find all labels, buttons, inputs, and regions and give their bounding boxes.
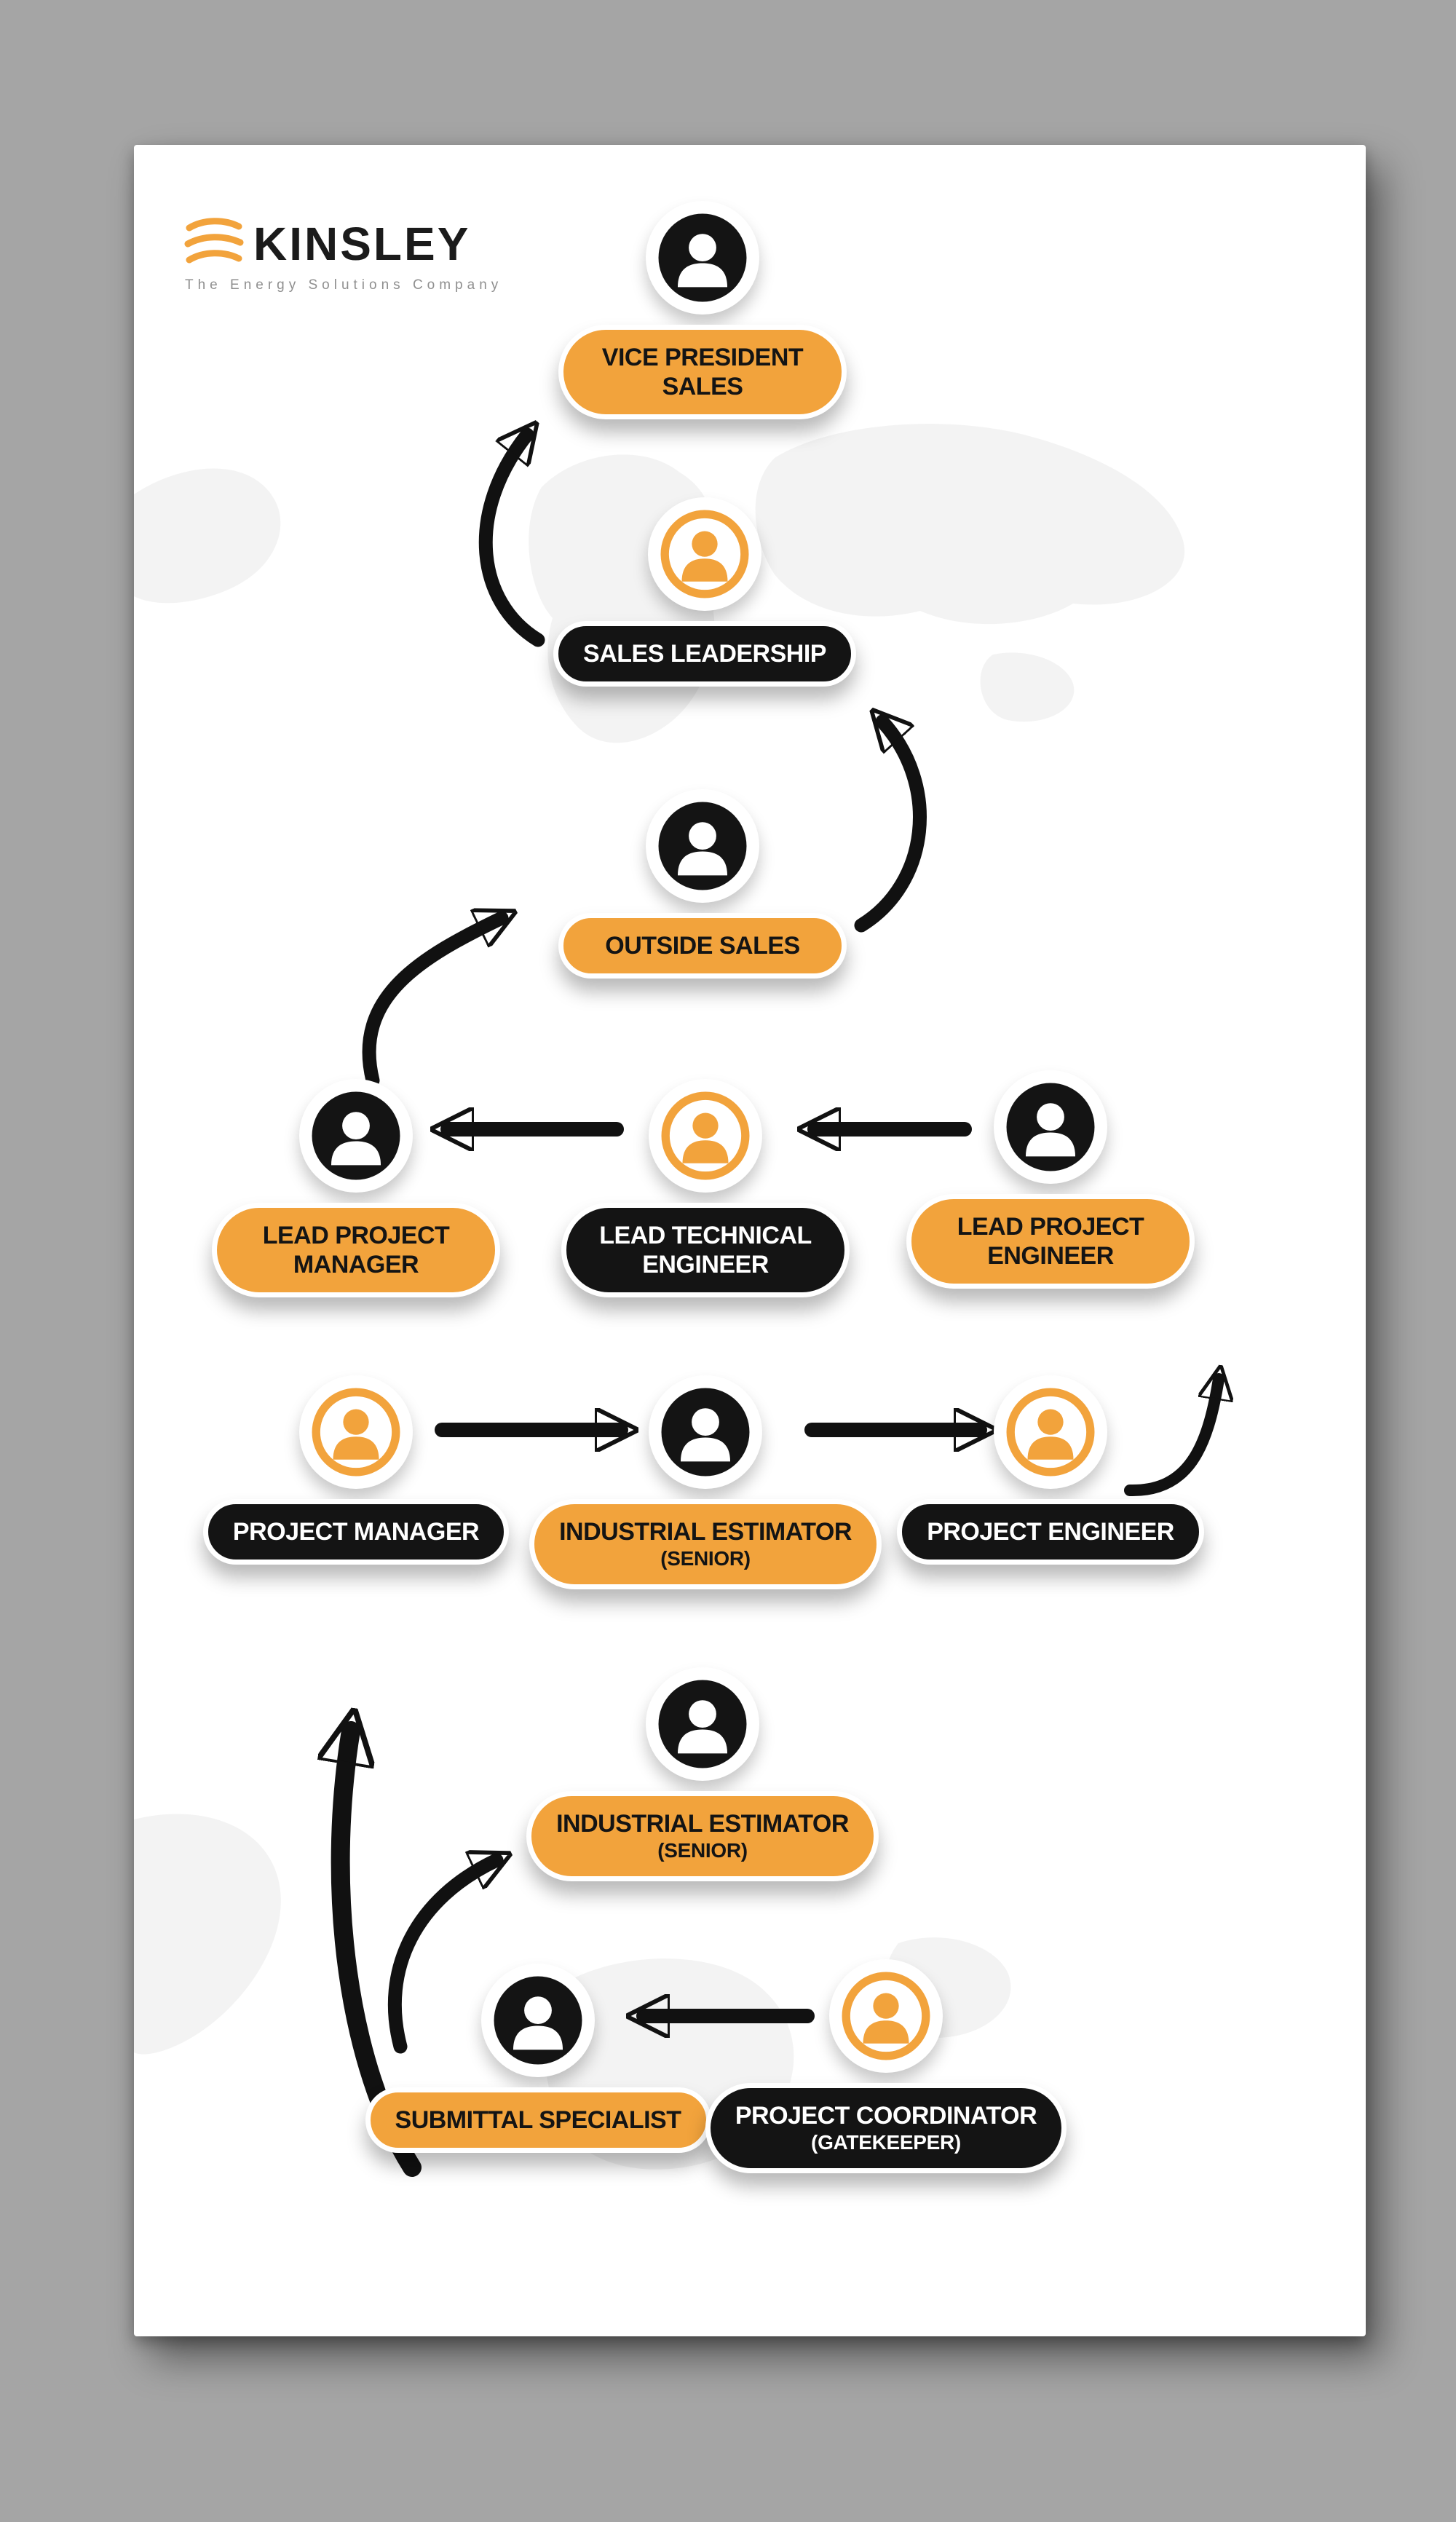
person-icon <box>299 1079 413 1193</box>
role-pill: INDUSTRIAL ESTIMATOR (SENIOR) <box>526 1791 879 1881</box>
node-industrial-estimator-senior: INDUSTRIAL ESTIMATOR (SENIOR) <box>529 1375 882 1589</box>
role-pill: PROJECT COORDINATOR (GATEKEEPER) <box>705 2083 1067 2173</box>
person-icon <box>481 1964 595 2077</box>
person-icon <box>648 497 761 611</box>
logo-tagline: The Energy Solutions Company <box>185 277 503 293</box>
role-title-line2: ENGINEER <box>642 1251 769 1279</box>
person-icon <box>994 1070 1107 1184</box>
role-subtitle: (SENIOR) <box>657 1839 748 1862</box>
node-project-manager: PROJECT MANAGER <box>189 1375 523 1565</box>
flow-arrows <box>134 145 1366 2177</box>
role-title: SALES LEADERSHIP <box>583 640 826 668</box>
person-icon <box>829 1959 943 2073</box>
role-title-line2: SALES <box>662 373 743 401</box>
person-icon <box>649 1079 762 1193</box>
node-lead-project-manager: LEAD PROJECT MANAGER <box>189 1079 523 1298</box>
role-title-line2: ENGINEER <box>987 1242 1114 1270</box>
node-submittal-specialist: SUBMITTAL SPECIALIST <box>365 1964 711 2154</box>
role-title: PROJECT ENGINEER <box>927 1518 1174 1546</box>
role-title: LEAD PROJECT <box>957 1213 1144 1241</box>
node-lead-project-engineer: LEAD PROJECT ENGINEER <box>883 1070 1218 1289</box>
person-icon <box>646 201 759 315</box>
kinsley-wave-icon <box>184 218 244 264</box>
role-pill: LEAD PROJECT ENGINEER <box>906 1194 1195 1289</box>
role-pill: PROJECT MANAGER <box>202 1499 510 1565</box>
person-icon <box>299 1375 413 1489</box>
role-subtitle: (SENIOR) <box>660 1547 751 1570</box>
role-title: SUBMITTAL SPECIALIST <box>395 2106 681 2134</box>
logo-wordmark: KINSLEY <box>253 218 471 270</box>
role-pill: PROJECT ENGINEER <box>897 1499 1204 1565</box>
node-project-coordinator-gatekeeper: PROJECT COORDINATOR (GATEKEEPER) <box>705 1959 1067 2173</box>
arrow-outside-sales-to-sales-leadership <box>854 722 927 933</box>
person-icon <box>646 789 759 903</box>
role-pill: SUBMITTAL SPECIALIST <box>365 2087 711 2154</box>
role-title: OUTSIDE SALES <box>605 932 800 960</box>
arrow-submittal-specialist-to-estimator-label <box>387 1860 496 2054</box>
person-icon <box>994 1375 1107 1489</box>
role-pill: VICE PRESIDENT SALES <box>558 325 847 420</box>
role-pill: SALES LEADERSHIP <box>553 621 856 687</box>
role-title-line2: MANAGER <box>293 1251 419 1279</box>
arrow-project-engineer-up <box>1124 1379 1219 1497</box>
role-title: LEAD PROJECT <box>262 1222 450 1249</box>
role-pill: LEAD TECHNICAL ENGINEER <box>561 1203 850 1298</box>
node-industrial-estimator-senior-2: INDUSTRIAL ESTIMATOR (SENIOR) <box>526 1667 879 1881</box>
role-title: INDUSTRIAL ESTIMATOR <box>559 1518 852 1546</box>
role-title: LEAD TECHNICAL <box>599 1222 812 1249</box>
role-pill: LEAD PROJECT MANAGER <box>212 1203 500 1298</box>
role-pill: INDUSTRIAL ESTIMATOR (SENIOR) <box>529 1499 882 1589</box>
role-pill: OUTSIDE SALES <box>558 913 847 979</box>
node-lead-technical-engineer: LEAD TECHNICAL ENGINEER <box>538 1079 873 1298</box>
role-title: INDUSTRIAL ESTIMATOR <box>556 1810 849 1838</box>
role-subtitle: (GATEKEEPER) <box>811 2131 961 2154</box>
poster: KINSLEY The Energy Solutions Company VIC… <box>134 145 1366 2336</box>
role-title: VICE PRESIDENT <box>601 344 804 371</box>
node-sales-leadership: SALES LEADERSHIP <box>537 497 872 687</box>
arrow-lead-project-manager-to-outside-sales <box>362 918 502 1088</box>
node-vice-president-sales: VICE PRESIDENT SALES <box>535 201 870 420</box>
kinsley-logo: KINSLEY The Energy Solutions Company <box>182 218 502 293</box>
role-title: PROJECT MANAGER <box>232 1518 480 1546</box>
node-project-engineer: PROJECT ENGINEER <box>883 1375 1218 1565</box>
role-title: PROJECT COORDINATOR <box>735 2102 1037 2130</box>
node-outside-sales: OUTSIDE SALES <box>535 789 870 979</box>
arrow-sales-leadership-to-vice-president <box>478 435 545 647</box>
person-icon <box>646 1667 759 1781</box>
person-icon <box>649 1375 762 1489</box>
